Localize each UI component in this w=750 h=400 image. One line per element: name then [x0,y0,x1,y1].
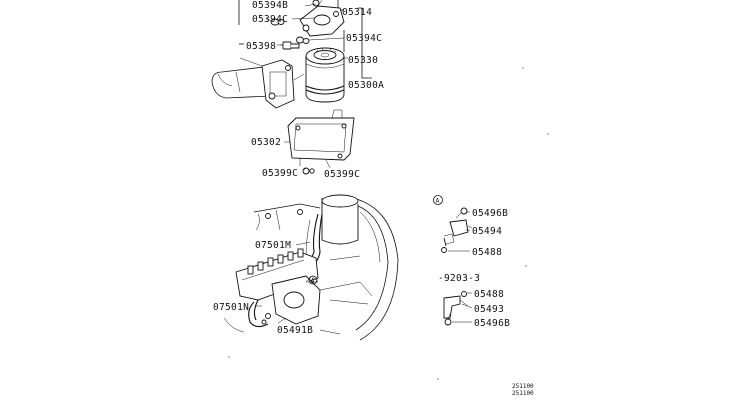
label-05491B: 05491B [277,325,313,336]
label-05493: 05493 [474,304,504,315]
label-05302: 05302 [251,137,281,148]
label-05399C-b: 05399C [324,169,360,180]
label-05494: 05494 [472,226,502,237]
engine-block-sketch [211,57,305,109]
filter-head [299,0,345,37]
label-05394B: 05394B [252,0,288,11]
label-05330: 05330 [348,55,378,66]
label-05314: 05314 [342,7,372,18]
label-07501N: 07501N [213,302,249,313]
part-labels: 05394B 05314 05394C 05394C 05398 05330 0… [213,0,510,336]
label-05488-a: 05488 [472,247,502,258]
drawing-code: 251100 251100 [512,383,534,397]
view-a-detail: A A -9203-3 [308,195,480,326]
bolt-05398 [280,41,300,50]
scan-specks [228,67,549,380]
view-marker-in-drawing-icon [308,275,318,285]
washer-05394C-right [296,36,345,44]
leader-lines [256,3,473,324]
view-marker-icon [433,195,443,205]
view-marker-letter: A [436,197,440,204]
drawing-code-line2: 251100 [512,390,534,397]
label-05394C-a: 05394C [252,14,288,25]
label-05399C-a: 05399C [262,168,298,179]
label-05398: 05398 [246,41,276,52]
filter-cartridge [305,47,348,103]
label-07501M: 07501M [255,240,291,251]
view-marker-in-drawing-letter: A [311,277,315,284]
label-05496B-b: 05496B [474,318,510,329]
drawing-code-line1: 251100 [512,383,534,390]
date-note: -9203-3 [438,273,480,284]
washer-05394C-left [265,18,285,26]
label-05488-b: 05488 [474,289,504,300]
bracket-05302 [287,109,355,175]
fuel-filter-assembly [211,0,372,109]
label-05394C-b: 05394C [346,33,382,44]
label-05300A: 05300A [348,80,384,91]
label-05496B-a: 05496B [472,208,508,219]
injection-pump-assembly [223,194,399,341]
